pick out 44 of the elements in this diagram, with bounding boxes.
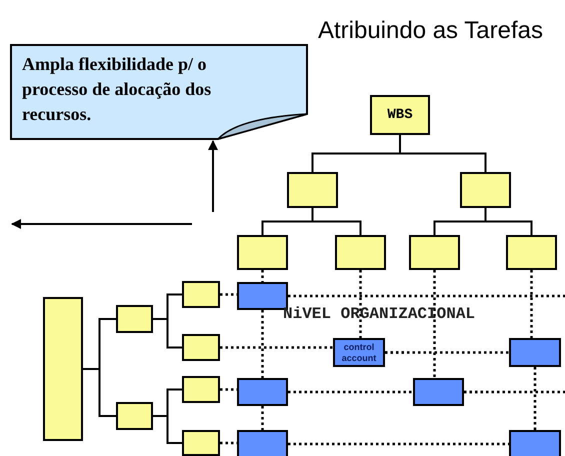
structure-box xyxy=(287,172,338,208)
box-label: control account xyxy=(340,342,378,364)
structure-box xyxy=(182,281,220,308)
structure-box xyxy=(43,297,83,441)
grid-line xyxy=(261,406,264,430)
control-account-box xyxy=(509,430,561,456)
connector-line xyxy=(83,368,116,417)
structure-box xyxy=(506,235,557,270)
control-account-box xyxy=(237,378,288,406)
box-label: WBS xyxy=(387,107,413,123)
structure-box xyxy=(460,172,511,208)
structure-box xyxy=(237,235,288,270)
grid-line xyxy=(534,367,536,430)
grid-line xyxy=(288,294,565,298)
control-account-box xyxy=(333,338,385,367)
grid-line xyxy=(261,270,264,282)
grid-line xyxy=(288,390,413,394)
control-account-box xyxy=(509,338,561,367)
structure-box xyxy=(182,376,220,403)
wbs-box xyxy=(370,95,430,135)
connector-line xyxy=(484,208,532,235)
structure-box xyxy=(182,334,220,361)
control-account-box xyxy=(237,430,288,456)
callout-note xyxy=(10,44,308,140)
title: Atribuindo as Tarefas xyxy=(318,17,543,45)
structure-box xyxy=(116,402,153,430)
structure-box xyxy=(182,430,220,456)
connector-line xyxy=(399,135,486,172)
structure-box xyxy=(409,235,460,270)
grid-line xyxy=(385,351,405,354)
control-account-box xyxy=(413,378,464,406)
grid-line xyxy=(464,390,484,394)
grid-line xyxy=(220,346,333,349)
grid-line xyxy=(288,442,509,446)
connector-line xyxy=(312,208,362,235)
arrow xyxy=(208,140,218,212)
structure-box xyxy=(335,235,386,270)
grid-line xyxy=(433,270,436,378)
grid-line xyxy=(261,310,264,378)
structure-box xyxy=(116,305,153,333)
note-text: Ampla flexibilidade p/ o processo de alocação dos recursos. xyxy=(22,53,212,126)
level-label: NiVEL ORGANIZACIONAL xyxy=(283,305,476,323)
grid-line xyxy=(359,270,362,338)
grid-line xyxy=(530,270,533,338)
